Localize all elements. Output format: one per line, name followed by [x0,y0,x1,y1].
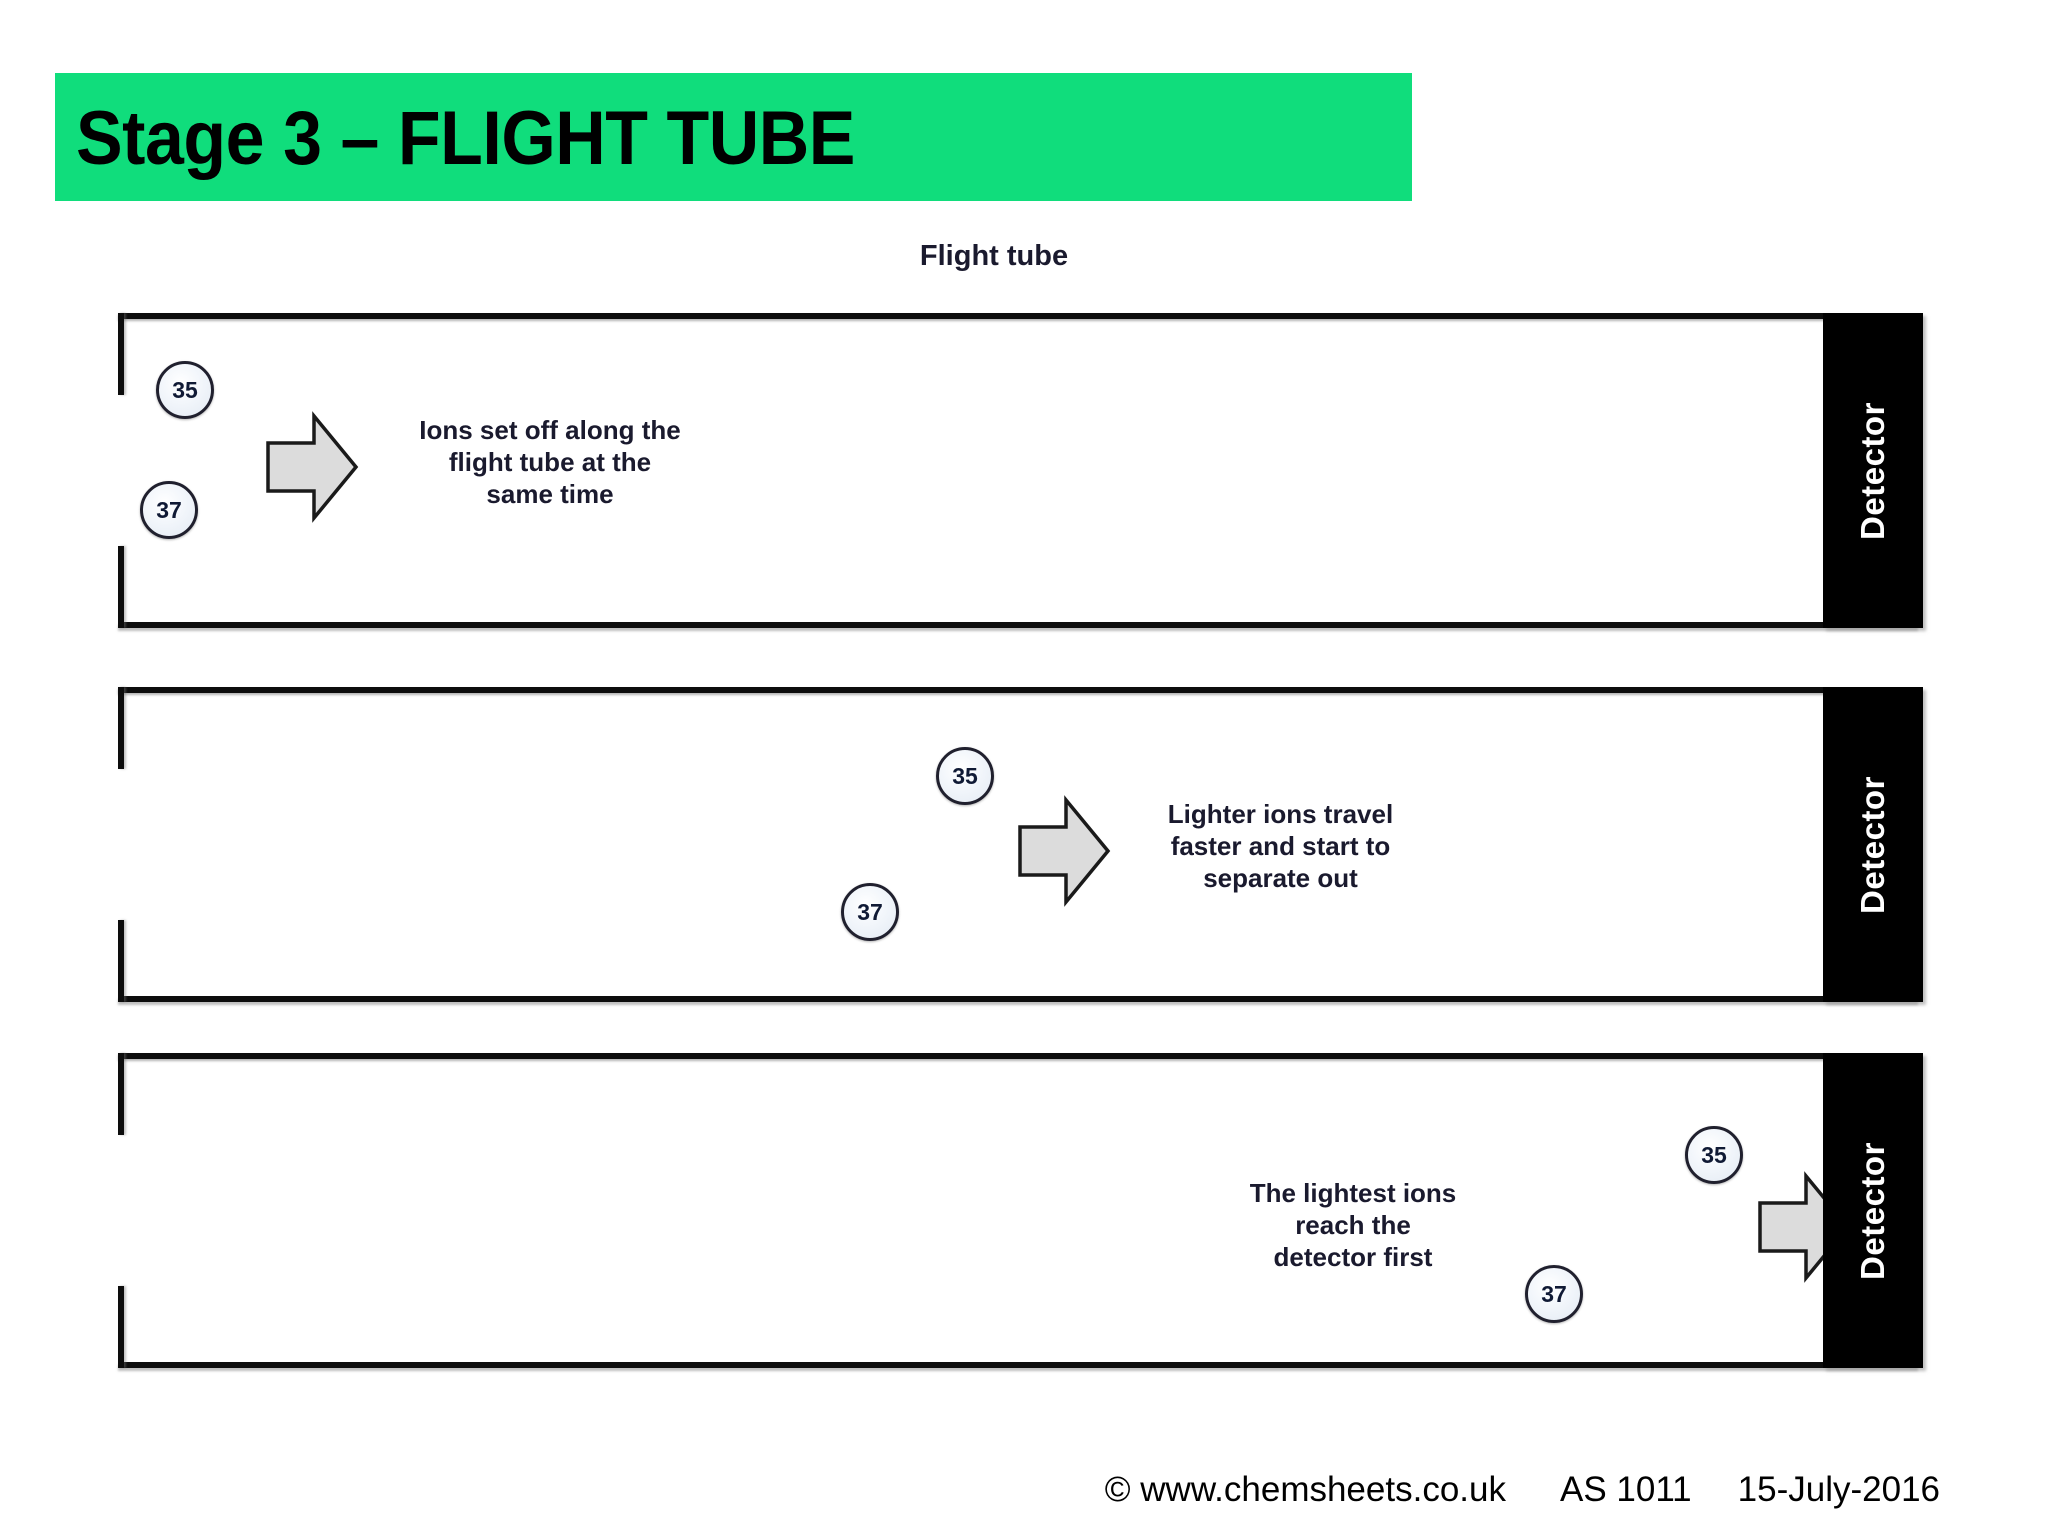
ion-mass-label: 35 [952,762,978,789]
tube-wall-bottom-2 [118,996,1918,1002]
footer-copyright: © www.chemsheets.co.uk [1104,1470,1506,1509]
flight-tube-panel-3: 35 37 The lightest ions reach the detect… [118,1053,1923,1368]
ion-circle: 37 [1525,1265,1583,1323]
ion-mass-label: 35 [172,376,198,403]
footer: © www.chemsheets.co.uk AS 1011 15-July-201… [0,1470,2048,1510]
ion-circle: 37 [841,883,899,941]
ion-mass-label: 37 [1541,1280,1567,1307]
ion-circle: 35 [936,747,994,805]
tube-wall-left-upper-3 [118,1053,124,1135]
ion-mass-label: 37 [156,496,182,523]
tube-wall-left-upper-1 [118,313,124,395]
ion-circle: 37 [140,481,198,539]
tube-caption-1: Ions set off along the flight tube at th… [419,415,681,509]
tube-body-1: 35 37 Ions set off along the flight tube… [118,313,1923,628]
tube-body-2: 35 37 Lighter ions travel faster and sta… [118,687,1923,1002]
footer-date: 15-July-2016 [1737,1470,1940,1509]
direction-arrow-icon [1018,795,1111,907]
flight-tube-caption-text: Flight tube [919,240,1069,272]
page-title: Stage 3 – FLIGHT TUBE [76,96,855,181]
ion-circle: 35 [1685,1126,1743,1184]
detector-label: Detector [1854,1141,1891,1280]
title-banner [55,73,1412,201]
ion-mass-label: 35 [1701,1141,1727,1168]
tube-wall-top-2 [118,687,1918,693]
tube-caption-2: Lighter ions travel faster and start to … [1167,799,1394,893]
footer-code: AS 1011 [1559,1470,1692,1509]
tube-wall-left-lower-2 [118,920,124,1002]
direction-arrow-icon [266,411,359,523]
tube-wall-top-3 [118,1053,1918,1059]
tube-wall-left-upper-2 [118,687,124,769]
tube-wall-bottom-1 [118,622,1918,628]
flight-tube-caption: Flight tube [0,240,2048,273]
ion-circle: 35 [156,361,214,419]
tube-wall-left-lower-3 [118,1286,124,1368]
detector-block-3: Detector [1823,1053,1923,1368]
tube-wall-bottom-3 [118,1362,1918,1368]
detector-label: Detector [1854,401,1891,540]
tube-wall-top-1 [118,313,1918,319]
tube-wall-left-lower-1 [118,546,124,628]
tube-body-3: 35 37 The lightest ions reach the detect… [118,1053,1923,1368]
detector-block-2: Detector [1823,687,1923,1002]
detector-block-1: Detector [1823,313,1923,628]
tube-caption-3: The lightest ions reach the detector fir… [1249,1178,1457,1272]
flight-tube-panel-1: 35 37 Ions set off along the flight tube… [118,313,1923,628]
ion-mass-label: 37 [857,898,883,925]
detector-label: Detector [1854,775,1891,914]
flight-tube-panel-2: 35 37 Lighter ions travel faster and sta… [118,687,1923,1002]
